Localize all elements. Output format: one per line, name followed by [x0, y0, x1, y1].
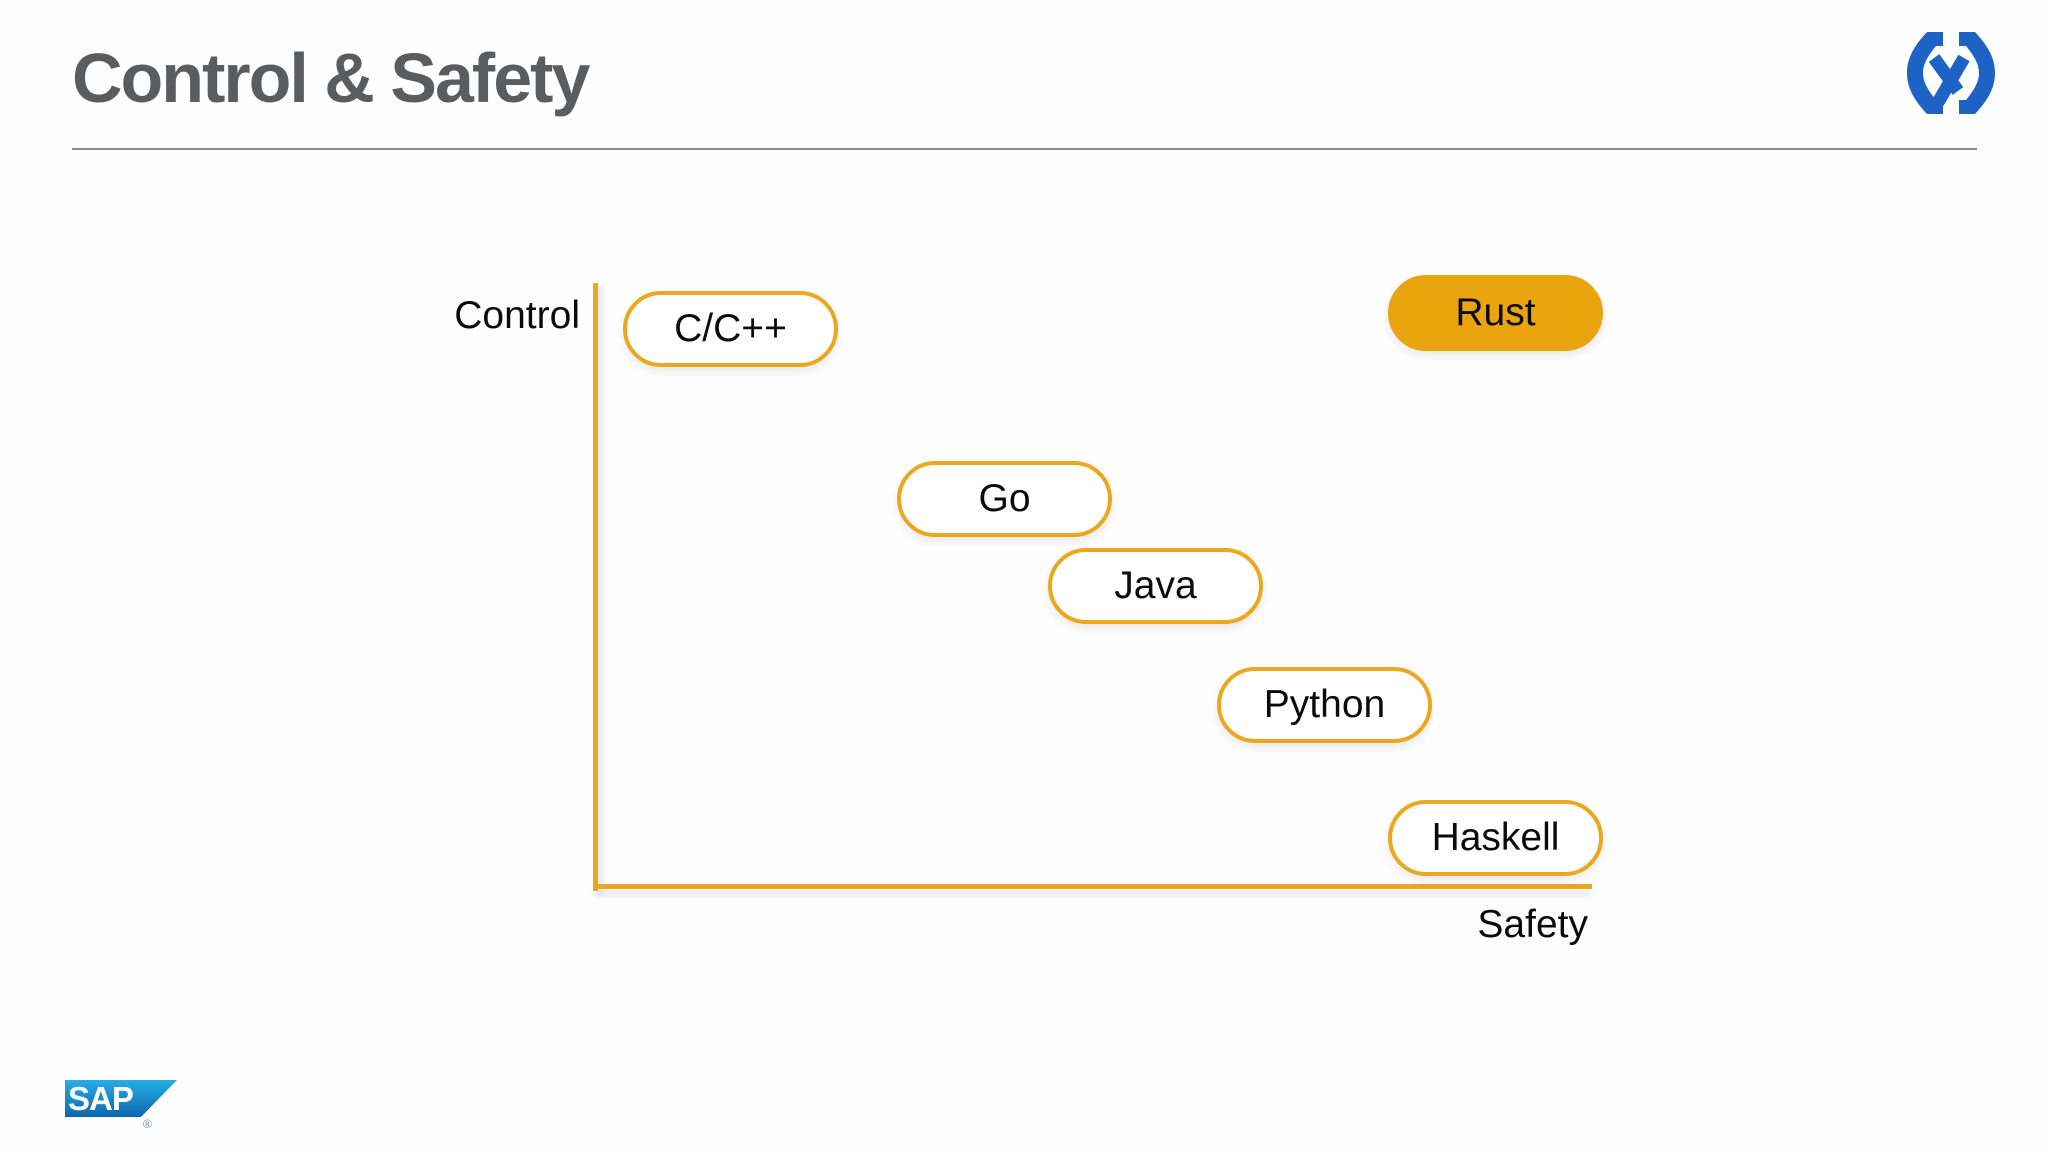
- left-bracket-icon: [1907, 32, 1943, 114]
- y-axis-line: [593, 283, 598, 891]
- bracket-gamma-logo: [1907, 32, 1995, 114]
- x-axis-line: [593, 884, 1592, 889]
- x-axis-label: Safety: [1477, 903, 1588, 946]
- y-axis-label: Control: [454, 294, 580, 337]
- right-bracket-icon: [1959, 32, 1995, 114]
- sap-registered-mark: ®: [143, 1117, 152, 1131]
- lang-pill-c-c: C/C++: [623, 291, 838, 367]
- page-title: Control & Safety: [72, 39, 590, 117]
- lang-pill-java: Java: [1048, 548, 1263, 624]
- title-divider: [72, 148, 1977, 150]
- lang-pill-rust: Rust: [1388, 275, 1603, 351]
- lang-pill-python: Python: [1217, 667, 1432, 743]
- lang-pill-go: Go: [897, 461, 1112, 537]
- sap-logo-text: SAP: [68, 1080, 133, 1117]
- lang-pill-haskell: Haskell: [1388, 800, 1603, 876]
- gamma-icon: [1928, 54, 1970, 108]
- sap-logo-flag: [65, 1080, 177, 1117]
- sap-logo: SAP ®: [65, 1080, 177, 1131]
